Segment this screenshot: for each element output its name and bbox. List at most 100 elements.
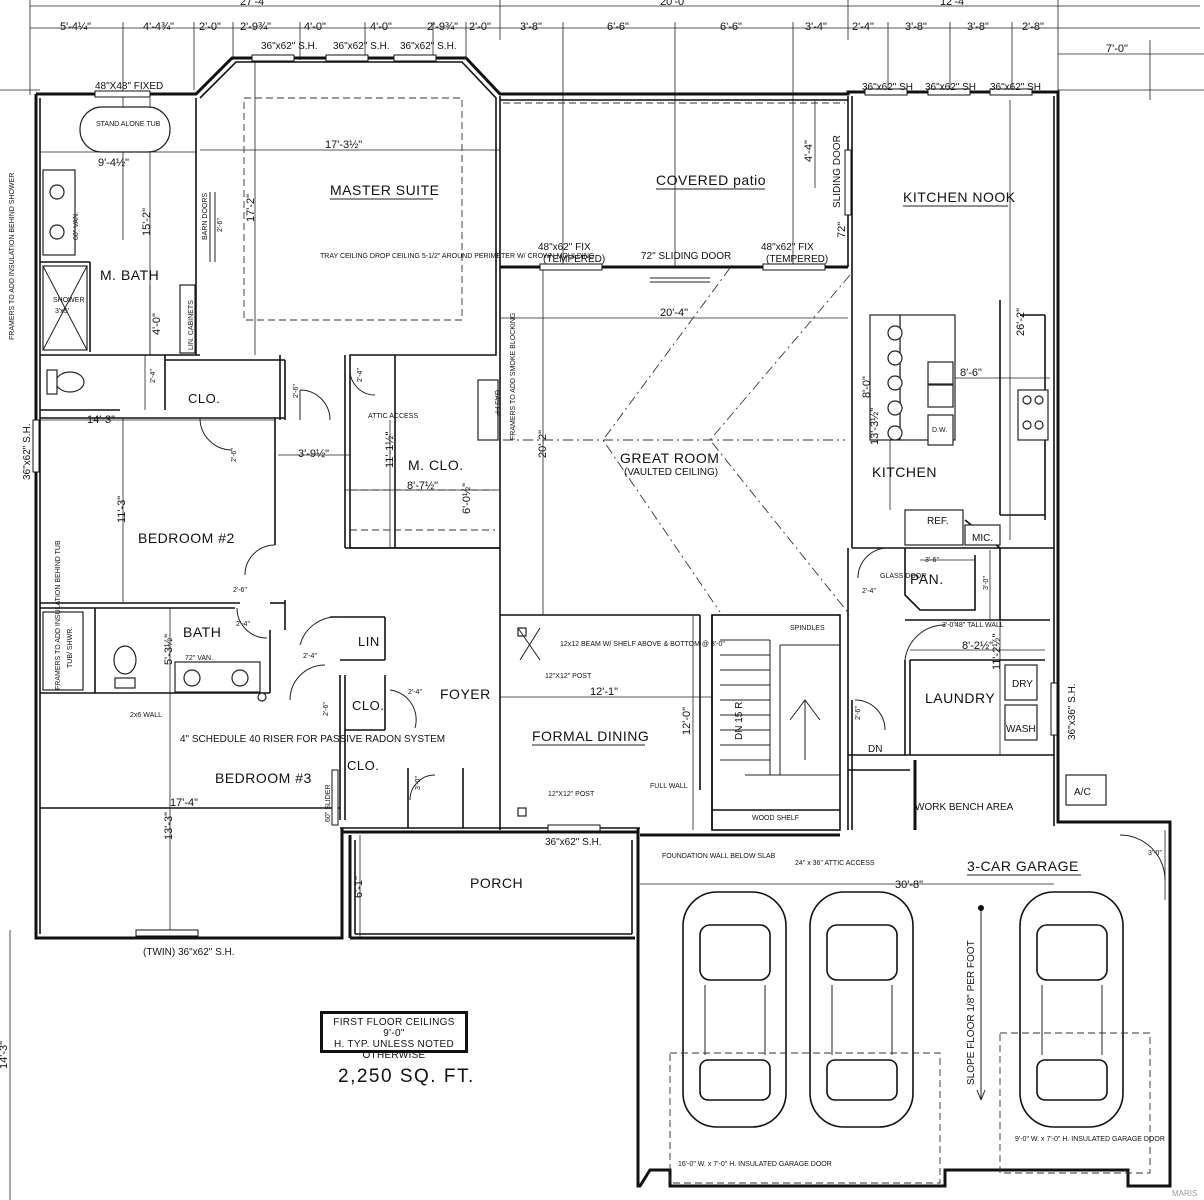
svg-text:20'-2": 20'-2" bbox=[537, 430, 549, 458]
svg-text:17'-4": 17'-4" bbox=[170, 797, 198, 809]
laundry-window-label: 36"x36" S.H. bbox=[1067, 683, 1078, 740]
tub-shwr-label: TUB/ SHWR. bbox=[67, 627, 74, 668]
door-swings bbox=[199, 277, 1166, 881]
dim-12-4: 12'-4" bbox=[940, 0, 968, 8]
washer-label: WASH. bbox=[1006, 724, 1038, 735]
watermark: MARIS bbox=[1172, 1189, 1197, 1198]
svg-text:3'-4": 3'-4" bbox=[805, 21, 827, 33]
fixed-window-label: 48"X48" FIXED bbox=[95, 81, 163, 92]
svg-text:30'-8": 30'-8" bbox=[895, 879, 923, 891]
room-garage: 3-CAR GARAGE bbox=[967, 858, 1079, 874]
dim-27-4: 27'-4" bbox=[240, 0, 268, 8]
top-dimension-row2: 5'-4¼" 4'-4¾" 2'-0" 2'-9¾" 4'-0" 4'-0" 2… bbox=[0, 21, 1128, 1069]
room-formal-dining: FORMAL DINING bbox=[532, 728, 649, 744]
kitchen-window-label-3: 36"x62" SH bbox=[990, 82, 1041, 93]
svg-text:2'-4": 2'-4" bbox=[862, 588, 876, 595]
svg-text:3'-6": 3'-6" bbox=[925, 557, 939, 564]
room-great-room: GREAT ROOM bbox=[620, 450, 719, 466]
range bbox=[1017, 389, 1049, 441]
svg-text:6'-6": 6'-6" bbox=[720, 21, 742, 33]
svg-text:15'-2": 15'-2" bbox=[141, 208, 153, 236]
room-kitchen-nook: KITCHEN NOOK bbox=[903, 189, 1016, 205]
svg-text:2'-6": 2'-6" bbox=[233, 587, 247, 594]
svg-text:2'-8": 2'-8" bbox=[1022, 21, 1044, 33]
dim-left-14-3: 14'-3" bbox=[0, 1041, 10, 1069]
room-covered-patio: COVERED patio bbox=[656, 172, 766, 188]
top-dimension-row1: 27'-4" 20'-0" 12'-4" bbox=[240, 0, 968, 8]
room-pantry: PAN. bbox=[910, 571, 944, 587]
svg-text:3'-9½": 3'-9½" bbox=[298, 448, 329, 460]
svg-text:17'-3½": 17'-3½" bbox=[325, 139, 362, 151]
svg-text:8'-0": 8'-0" bbox=[861, 376, 873, 398]
room-bedroom-3: BEDROOM #3 bbox=[215, 770, 312, 786]
svg-text:2'-9¾": 2'-9¾" bbox=[427, 21, 458, 33]
garage-door-9-label: 9'-0" W. x 7'-0" H. INSULATED GARAGE DOO… bbox=[1015, 1136, 1165, 1143]
svg-text:2'-4": 2'-4" bbox=[303, 653, 317, 660]
svg-text:13'-3½": 13'-3½" bbox=[869, 408, 881, 445]
svg-text:2'-4": 2'-4" bbox=[852, 21, 874, 33]
tub-shower bbox=[42, 611, 84, 691]
svg-text:11'-2½": 11'-2½" bbox=[991, 634, 1003, 670]
barn-doors-label: BARN DOORS bbox=[202, 193, 209, 240]
spindles-label: SPINDLES bbox=[790, 625, 825, 632]
sliding-door-label: 72" SLIDING DOOR bbox=[641, 251, 731, 262]
svg-text:12'-0": 12'-0" bbox=[681, 707, 693, 735]
tray-ceiling-label: TRAY CEILING DROP CEILING 5-1/2" AROUND … bbox=[320, 253, 594, 260]
framers-top-label: FRAMERS TO ADD INSULATION BEHIND SHOWER bbox=[9, 173, 16, 340]
bath-toilet bbox=[113, 645, 137, 675]
room-clo-2: CLO. bbox=[352, 698, 384, 713]
ceiling-note-line-2: H. TYP. UNLESS NOTED bbox=[333, 1039, 455, 1050]
attic-access-label: ATTIC ACCESS bbox=[368, 413, 418, 420]
svg-text:12'-1": 12'-1" bbox=[590, 686, 618, 698]
linen-cabinets bbox=[179, 284, 196, 354]
ceiling-note-line-1: FIRST FLOOR CEILINGS 9'-0" bbox=[333, 1017, 455, 1039]
room-work-bench: WORK BENCH AREA bbox=[915, 802, 1014, 813]
svg-text:4'-0": 4'-0" bbox=[151, 313, 163, 335]
tempered-label-1: (TEMPERED) bbox=[543, 254, 605, 265]
room-kitchen: KITCHEN bbox=[872, 464, 937, 480]
svg-text:11'-3": 11'-3" bbox=[116, 496, 128, 523]
svg-text:2'-0": 2'-0" bbox=[469, 21, 491, 33]
master-toilet bbox=[55, 371, 85, 393]
dryer bbox=[1004, 664, 1038, 701]
svg-text:9'-4½": 9'-4½" bbox=[98, 157, 129, 169]
slider-label: 60" SLIDER bbox=[325, 784, 332, 822]
svg-text:2'-6": 2'-6" bbox=[855, 706, 862, 720]
svg-text:3'-8": 3'-8" bbox=[967, 21, 989, 33]
svg-text:13'-3": 13'-3" bbox=[163, 812, 175, 840]
glass-door-label: GLASS DOOR bbox=[880, 573, 926, 580]
svg-text:3'-8": 3'-8" bbox=[905, 21, 927, 33]
wood-shelf-label: WOOD SHELF bbox=[752, 815, 799, 822]
stand-alone-tub bbox=[79, 106, 171, 153]
svg-text:2'-4": 2'-4" bbox=[357, 368, 364, 382]
dryer-label: DRY bbox=[1012, 679, 1033, 690]
room-master-suite: MASTER SUITE bbox=[330, 182, 439, 198]
attic-garage-label: 24" x 36" ATTIC ACCESS bbox=[795, 860, 875, 867]
svg-text:3'-0": 3'-0" bbox=[415, 776, 422, 790]
svg-text:8'-2½": 8'-2½" bbox=[962, 640, 993, 652]
svg-text:2'-9¾": 2'-9¾" bbox=[240, 21, 271, 33]
room-clo-3: CLO. bbox=[347, 758, 379, 773]
svg-text:20'-4": 20'-4" bbox=[660, 307, 688, 319]
kitchen-window-label-1: 36"x62" SH bbox=[862, 82, 913, 93]
garage-door-9-outline bbox=[999, 1032, 1151, 1174]
foundation-label: FOUNDATION WALL BELOW SLAB bbox=[662, 853, 776, 860]
vanity-72-label: 72" VAN. bbox=[185, 655, 213, 662]
garage-door-16-label: 16'-0" W. x 7'-0" H. INSULATED GARAGE DO… bbox=[678, 1161, 832, 1168]
ac-label: A/C bbox=[1074, 787, 1091, 798]
svg-text:6'-0½": 6'-0½" bbox=[461, 483, 473, 514]
tub-label: STAND ALONE TUB bbox=[96, 121, 161, 128]
ceiling-note: FIRST FLOOR CEILINGS 9'-0" H. TYP. UNLES… bbox=[320, 1011, 468, 1061]
svg-text:4'-4": 4'-4" bbox=[803, 140, 815, 162]
svg-text:3'-0": 3'-0" bbox=[942, 622, 956, 629]
svg-text:11'-1½": 11'-1½" bbox=[384, 432, 396, 468]
patio-fix-label-1: 48"x62" FIX bbox=[538, 242, 591, 253]
dim-right-7-0: 7'-0" bbox=[1106, 43, 1128, 55]
shower-label: SHOWER bbox=[53, 297, 85, 304]
svg-text:2'-6": 2'-6" bbox=[323, 702, 330, 716]
sh-window-label-2: 36"x62" S.H. bbox=[333, 41, 390, 52]
svg-text:17'-2": 17'-2" bbox=[245, 194, 257, 222]
post-label-1: 12"X12" POST bbox=[545, 673, 592, 680]
